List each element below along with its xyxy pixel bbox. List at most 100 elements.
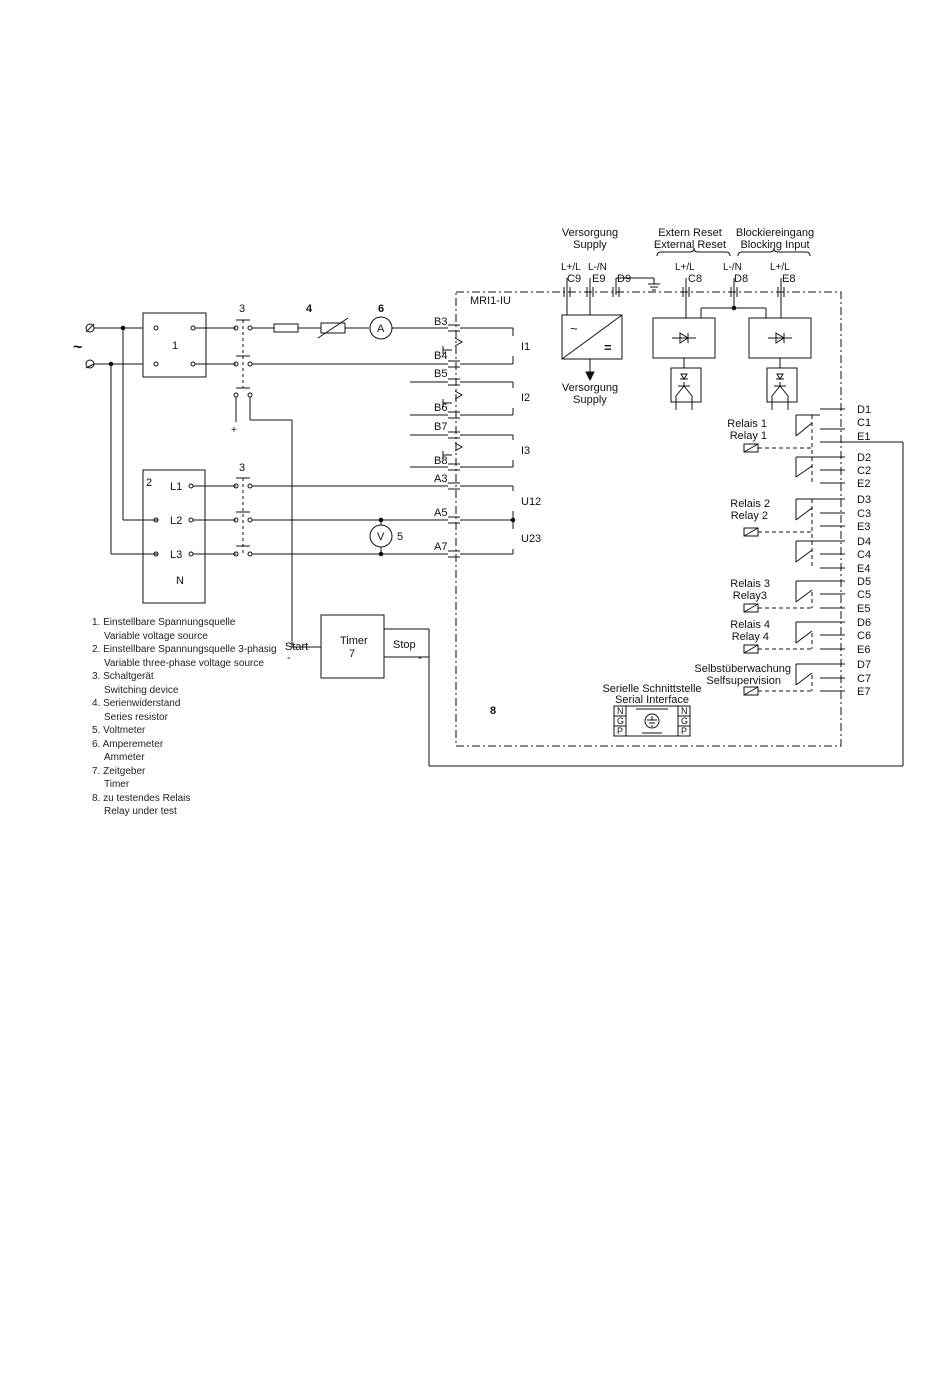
relay2-en: Relay 2: [731, 510, 768, 522]
term-D7: D7: [857, 659, 871, 671]
timer-stop-minus: -: [418, 652, 422, 664]
term-D9: D9: [617, 273, 631, 285]
term-C4: C4: [857, 549, 871, 561]
term-D4: D4: [857, 536, 871, 548]
term-B5: B5: [434, 368, 447, 380]
legend-en: Series resistor: [104, 711, 168, 723]
relay3-de: Relais 3: [730, 578, 770, 590]
term-E6: E6: [857, 644, 870, 656]
supply-title-en: Supply: [573, 239, 607, 251]
term-D3: D3: [857, 494, 871, 506]
timer-box: [320, 614, 385, 679]
label-6: 6: [378, 303, 384, 315]
blocking-title-de: Blockiereingang: [736, 227, 814, 239]
term-D6: D6: [857, 617, 871, 629]
device-name: MRI1-IU: [470, 295, 511, 307]
term-D1: D1: [857, 404, 871, 416]
supply-pos: L+/L: [561, 262, 581, 273]
blocking-title-en: Blocking Input: [740, 239, 809, 251]
relay4-de: Relais 4: [730, 619, 770, 631]
relay7-en: Selfsupervision: [706, 675, 781, 687]
timer-start: Start: [285, 641, 308, 653]
reset-title-de: Extern Reset: [658, 227, 722, 239]
blocking-pos: L+/L: [770, 262, 790, 273]
serial-right-P: P: [681, 726, 687, 736]
label-3b: 3: [239, 462, 245, 474]
serial-right-G: G: [681, 716, 688, 726]
supply-ac: ~: [570, 321, 578, 336]
timer-title: Timer: [340, 635, 368, 647]
serial-left-G: G: [617, 716, 624, 726]
term-B7: B7: [434, 421, 447, 433]
term-D2: D2: [857, 452, 871, 464]
legend-en: Ammeter: [104, 752, 145, 763]
label-2: 2: [146, 477, 152, 489]
relay1-en: Relay 1: [730, 430, 767, 442]
legend-de: 6. Amperemeter: [92, 738, 164, 750]
legend-item: 2. Einstellbare Spannungsquelle 3-phasig…: [92, 643, 277, 670]
term-A5: A5: [434, 507, 447, 519]
ammeter-symbol: A: [377, 323, 385, 335]
term-A7: A7: [434, 541, 447, 553]
input-top-terminals: [682, 287, 785, 297]
term-C1: C1: [857, 417, 871, 429]
supply-out-de: Versorgung: [562, 382, 618, 394]
label-L2: L2: [170, 515, 182, 527]
legend-de: 2. Einstellbare Spannungsquelle 3-phasig: [92, 644, 277, 655]
term-C7: C7: [857, 673, 871, 685]
timer-number: 7: [349, 648, 355, 660]
legend-de: 4. Serienwiderstand: [92, 698, 181, 709]
term-E3: E3: [857, 521, 870, 533]
label-L1: L1: [170, 481, 182, 493]
label-1: 1: [172, 340, 178, 352]
label-L3: L3: [170, 549, 182, 561]
relay1-de: Relais 1: [727, 418, 767, 430]
term-E4: E4: [857, 563, 870, 575]
voltmeter-symbol: V: [377, 531, 385, 543]
legend-de: 7. Zeitgeber: [92, 765, 146, 777]
serial-left-N: N: [617, 706, 624, 716]
legend-en: Switching device: [104, 684, 179, 696]
serial-left-P: P: [617, 726, 623, 736]
coil-U23: U23: [521, 533, 541, 545]
label-N: N: [176, 575, 184, 587]
serial-title-de: Serielle Schnittstelle: [602, 683, 701, 695]
term-C6: C6: [857, 630, 871, 642]
relay2-de: Relais 2: [730, 498, 770, 510]
supply-title-de: Versorgung: [562, 227, 618, 239]
term-B3: B3: [434, 316, 447, 328]
reset-pos: L+/L: [675, 262, 695, 273]
term-C5: C5: [857, 589, 871, 601]
coil-U12: U12: [521, 496, 541, 508]
supply-dc: =: [604, 340, 612, 355]
term-C8: C8: [688, 273, 702, 285]
serial-title-en: Serial Interface: [615, 694, 689, 706]
legend-de: 3. Schaltgerät: [92, 671, 154, 682]
relay7-de: Selbstüberwachung: [694, 663, 791, 675]
legend-de: 5. Voltmeter: [92, 725, 146, 736]
term-C9: C9: [567, 273, 581, 285]
supply-out-en: Supply: [573, 394, 607, 406]
plus-sign: +: [231, 425, 237, 436]
coil-I2: I2: [521, 392, 530, 404]
ac-symbol: ~: [73, 339, 82, 356]
voltage-source-2: [142, 469, 206, 604]
term-E1: E1: [857, 431, 870, 443]
term-E2: E2: [857, 478, 870, 490]
label-4: 4: [306, 303, 313, 315]
voltage-source-1: [142, 312, 207, 378]
relay-contacts: [743, 408, 845, 696]
blocking-common-label: L-/N: [723, 262, 742, 273]
coil-I3: I3: [521, 445, 530, 457]
serial-right-N: N: [681, 706, 688, 716]
label-5: 5: [397, 531, 403, 543]
device-boundary: [455, 291, 842, 747]
timer-stop: Stop: [393, 639, 416, 651]
legend-en: Variable three-phase voltage source: [104, 657, 264, 669]
legend-de: 8. zu testendes Relais: [92, 792, 191, 804]
term-C3: C3: [857, 508, 871, 520]
supply-terminals: [563, 287, 620, 297]
